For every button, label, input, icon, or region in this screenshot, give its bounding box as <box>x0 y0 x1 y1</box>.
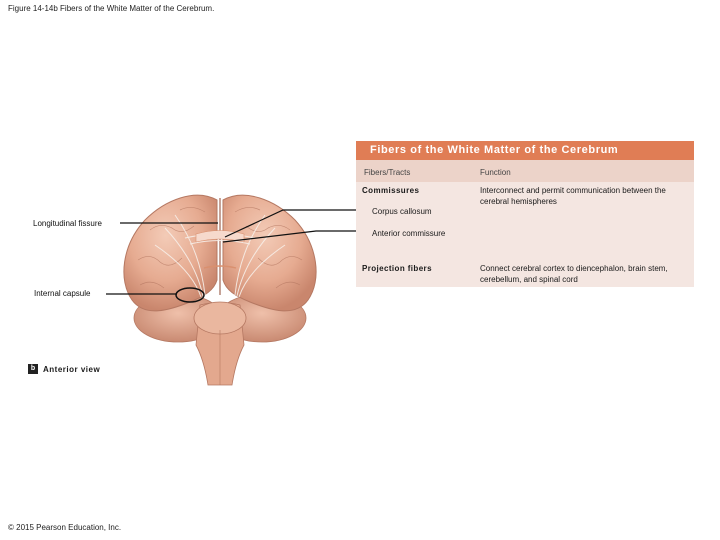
brain-stem <box>193 301 247 386</box>
view-label: Anterior view <box>43 365 101 374</box>
fibers-table: Fibers of the White Matter of the Cerebr… <box>356 141 694 287</box>
subitem-anterior-commissure: Anterior commissure <box>372 229 446 238</box>
internal-capsule-label: Internal capsule <box>34 289 91 298</box>
table-body <box>356 182 694 287</box>
row-projection-fibers-label: Projection fibers <box>362 264 432 273</box>
leader-lines <box>106 209 368 295</box>
subitem-corpus-callosum: Corpus callosum <box>372 207 432 216</box>
right-hemisphere <box>222 194 317 312</box>
row-commissures-function: Interconnect and permit communication be… <box>480 186 666 206</box>
table-title-text: Fibers of the White Matter of the Cerebr… <box>370 144 619 156</box>
row-projection-fibers-function: Connect cerebral cortex to diencephalon,… <box>480 264 668 284</box>
copyright: © 2015 Pearson Education, Inc. <box>8 523 122 532</box>
col-header-fibers: Fibers/Tracts <box>364 168 411 177</box>
table-column-header-bar <box>356 160 694 182</box>
internal-capsule-marker <box>175 287 205 303</box>
white-matter-fibers <box>154 214 286 298</box>
gyri <box>137 207 303 289</box>
view-badge: b <box>28 364 38 374</box>
table-title: Fibers of the White Matter of the Cerebr… <box>356 141 694 160</box>
row-commissures-label: Commissures <box>362 186 420 195</box>
longitudinal-fissure-label: Longitudinal fissure <box>33 219 102 228</box>
anterior-commissure <box>203 265 237 269</box>
figure-title: Figure 14-14b Fibers of the White Matter… <box>8 4 215 13</box>
col-header-function: Function <box>480 168 511 177</box>
